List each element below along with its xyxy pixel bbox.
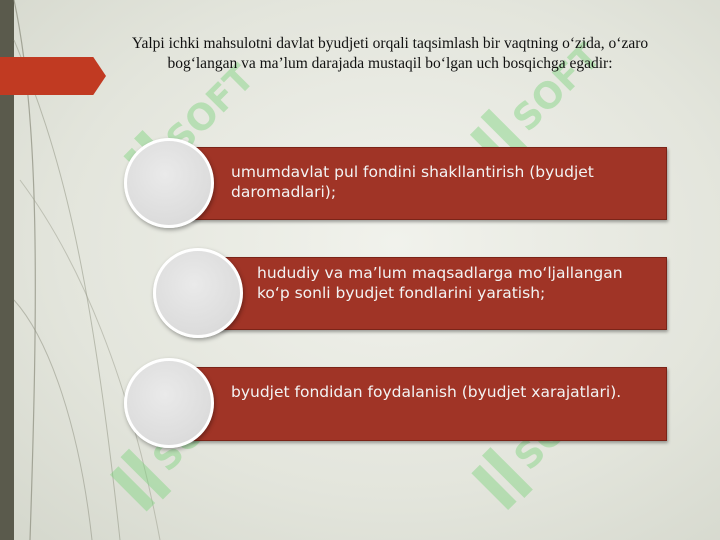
watermark-logo: SOFT: [469, 36, 609, 172]
stage-text: hududiy va ma’lum maqsadlarga mo‘ljallan…: [257, 264, 623, 302]
stage-text: byudjet fondidan foydalanish (byudjet xa…: [231, 383, 622, 401]
stage-box: hududiy va ma’lum maqsadlarga mo‘ljallan…: [190, 257, 667, 330]
stage-text: umumdavlat pul fondini shakllantirish (b…: [231, 163, 594, 201]
left-decor-bar: [0, 0, 14, 540]
slide-title: Yalpi ichki mahsulotni davlat byudjeti o…: [131, 35, 649, 72]
stage-box: byudjet fondidan foydalanish (byudjet xa…: [190, 367, 667, 441]
stage-circle: [153, 248, 243, 338]
stage-circle: [124, 138, 214, 228]
accent-arrow: [0, 57, 106, 95]
stage-circle: [124, 358, 214, 448]
stage-box: umumdavlat pul fondini shakllantirish (b…: [190, 147, 667, 220]
